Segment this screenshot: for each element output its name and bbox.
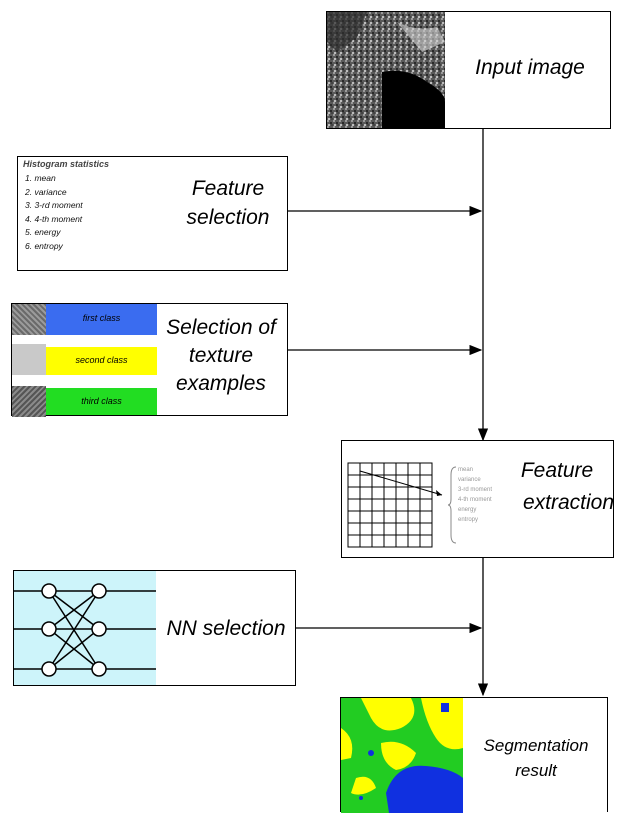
segmentation-result-box: Segmentation result (340, 697, 608, 813)
texture-label-line3: examples (176, 372, 266, 395)
satellite-image-thumbnail (327, 12, 445, 128)
stat-item: 1. mean (25, 173, 56, 183)
input-image-box: Input image (326, 11, 611, 129)
feature-extraction-box: mean variance 3-rd moment 4-th moment en… (341, 440, 614, 558)
stat-item: variance (458, 477, 481, 483)
nn-selection-label: NN selection (166, 617, 286, 640)
class-label-first: first class (82, 313, 121, 323)
class-bar-first: first class (46, 304, 157, 335)
class-bar-second: second class (46, 347, 157, 375)
brace-icon (448, 466, 457, 544)
pixel-grid-illustration (347, 462, 443, 548)
stat-item: energy (458, 507, 477, 513)
class-label-third: third class (81, 396, 122, 406)
texture-examples-box: first class second class third class Sel… (11, 303, 288, 417)
stat-item: 3. 3-rd moment (25, 200, 83, 210)
texture-swatch-second (12, 344, 46, 375)
nn-selection-box: NN selection (13, 570, 296, 686)
feature-selection-label-line2: selection (186, 206, 270, 229)
stat-item: 3-rd moment (458, 487, 493, 493)
neural-network-icon (14, 571, 156, 685)
stat-item: 2. variance (25, 186, 67, 197)
class-bar-third: third class (46, 388, 157, 415)
segmentation-map-image (341, 698, 463, 813)
segmentation-label-line1: Segmentation (483, 736, 589, 755)
stat-item: entropy (458, 517, 479, 523)
texture-label-line1: Selection of (166, 316, 276, 339)
texture-swatch-first (12, 304, 46, 335)
stat-item: 4-th moment (458, 497, 492, 503)
feature-selection-label-line1: Feature (191, 177, 265, 200)
segmentation-label-line2: result (515, 761, 557, 780)
histogram-statistics-title: Histogram statistics (23, 159, 110, 169)
stat-item: 6. entropy (25, 240, 63, 251)
feature-extraction-label-line2: extraction (522, 491, 614, 514)
class-label-second: second class (75, 355, 128, 365)
feature-selection-box: Histogram statistics 1. mean 2. variance… (17, 156, 288, 271)
histogram-statistics-list: 1. mean 2. variance 3. 3-rd moment 4. 4-… (25, 172, 83, 253)
stat-item: 5. energy (25, 227, 61, 237)
texture-label-line2: texture (188, 344, 254, 367)
extraction-stats-list: mean variance 3-rd moment 4-th moment en… (458, 465, 492, 525)
texture-swatch-third (12, 386, 46, 417)
stat-item: mean (458, 467, 474, 473)
input-image-label: Input image (475, 56, 585, 79)
stat-item: 4. 4-th moment (25, 213, 83, 224)
feature-extraction-label-line1: Feature (520, 459, 594, 482)
